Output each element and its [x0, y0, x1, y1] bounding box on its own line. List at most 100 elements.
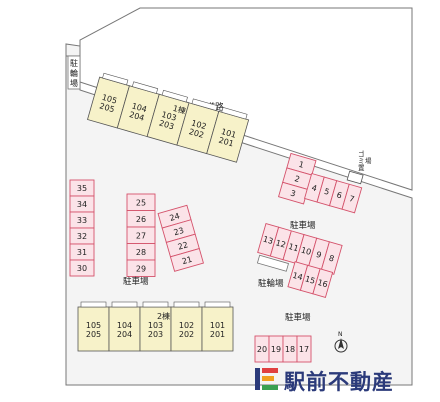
parking-space-number: 6	[336, 190, 343, 200]
bike-parking-left-c3: 場	[70, 78, 78, 88]
garbage-box	[346, 170, 364, 185]
parking-space-number: 8	[328, 253, 335, 263]
unit-number-ground: 102	[179, 321, 194, 330]
bike-parking-left-c1: 駐	[70, 58, 78, 68]
unit-number-ground: 105	[86, 321, 101, 330]
parking-space-number: 21	[181, 255, 193, 266]
unit-balcony	[80, 301, 107, 308]
parking-space-number: 32	[77, 232, 87, 241]
parking-space-number: 29	[136, 264, 146, 273]
unit-number-upper: 204	[117, 330, 132, 339]
parking-bottom-row: 20 19 18 17	[254, 335, 312, 363]
parking-center-label: 駐車場	[123, 276, 149, 287]
parking-space-number: 26	[136, 215, 146, 224]
unit-balcony	[102, 72, 129, 86]
parking-space-number: 34	[77, 200, 87, 209]
parking-space-number: 15	[304, 274, 316, 285]
parking-space-number: 24	[169, 211, 181, 222]
parking-space-number: 11	[287, 242, 299, 253]
unit-balcony	[161, 89, 188, 103]
unit-number-upper: 203	[158, 119, 175, 132]
unit-number-upper: 201	[210, 330, 225, 339]
parking-space-number: 1	[298, 160, 305, 170]
parking-space-number: 3	[289, 189, 296, 199]
parking-middle-column: 25 26 27 28 29	[126, 193, 156, 277]
parking-space	[312, 268, 334, 298]
garbage-label: ゴ ミ 置 場	[358, 149, 372, 172]
parking-space	[341, 183, 363, 214]
parking-space-number: 2	[293, 174, 300, 184]
unit-number-upper: 203	[148, 330, 163, 339]
building-name: 1棟	[172, 103, 187, 116]
north-compass-icon: N	[334, 331, 348, 353]
bike-rack-right	[256, 254, 289, 272]
parking-space-number: 12	[275, 238, 287, 249]
unit-balcony	[142, 301, 169, 308]
unit-number-ground: 103	[160, 110, 177, 123]
parking-left-column: 35 34 33 32 31 30	[69, 179, 95, 277]
parking-space-number: 13	[262, 235, 274, 246]
parking-space-number: 17	[299, 345, 309, 354]
unit-number-upper: 205	[98, 101, 115, 114]
unit-box	[201, 306, 234, 352]
unit-balcony	[173, 301, 200, 308]
unit-number-ground: 101	[210, 321, 225, 330]
parking-space-number: 22	[177, 240, 189, 251]
parking-space-number: 4	[311, 183, 318, 193]
parking-space-number: 30	[77, 264, 87, 273]
unit-number-upper: 202	[179, 330, 194, 339]
parking-space	[296, 335, 312, 363]
svg-text:場: 場	[365, 156, 372, 165]
unit-number-upper: 204	[128, 110, 145, 123]
unit-number-ground: 102	[190, 118, 207, 131]
parking-space-number: 9	[315, 250, 322, 260]
parking-space	[169, 248, 204, 272]
parking-space-number: 20	[257, 345, 267, 354]
unit-number-ground: 104	[131, 101, 148, 114]
unit-box	[139, 306, 172, 352]
unit-balcony	[111, 301, 138, 308]
parking-space-number: 31	[77, 248, 87, 257]
parking-space-number: 25	[136, 198, 146, 207]
unit-number-ground: 105	[101, 93, 118, 106]
parking-space	[126, 259, 156, 277]
parking-space-number: 5	[323, 187, 330, 197]
svg-text:ゴ: ゴ	[358, 149, 365, 158]
bike-parking-right-label: 駐輪場	[258, 278, 284, 289]
parking-space-number: 7	[348, 194, 355, 204]
parking-space-number: 10	[300, 245, 312, 256]
parking-space-number: 33	[77, 216, 87, 225]
parking-space-number: 14	[291, 271, 303, 282]
parking-space-number: 27	[136, 231, 146, 240]
north-label: N	[338, 331, 343, 338]
bike-parking-left: 駐 輪 場	[67, 55, 81, 90]
unit-number-ground: 103	[148, 321, 163, 330]
parking-space-number: 19	[271, 345, 281, 354]
unit-number-upper: 202	[188, 127, 205, 140]
parking-space-number: 18	[285, 345, 295, 354]
road	[79, 7, 413, 191]
building-name: 2棟	[157, 311, 170, 321]
unit-balcony	[191, 98, 218, 111]
unit-number-ground: 101	[220, 127, 237, 140]
parking-space-number: 35	[77, 184, 87, 193]
parking-space-number: 16	[316, 278, 328, 289]
parking-lower-right-label: 駐車場	[285, 312, 311, 323]
unit-balcony	[204, 301, 231, 308]
parking-angled: 24 23 22 21	[157, 204, 204, 272]
parking-right-top-column: 1 2 3	[277, 152, 317, 205]
unit-balcony	[131, 81, 159, 94]
unit-number-ground: 104	[117, 321, 132, 330]
parking-space	[69, 259, 95, 277]
unit-box	[77, 306, 110, 352]
parking-space-number: 28	[136, 248, 146, 257]
brand-logo-icon	[255, 368, 278, 390]
unit-box	[170, 306, 203, 352]
parking-space-number: 23	[173, 226, 185, 237]
svg-text:ミ: ミ	[358, 157, 365, 165]
